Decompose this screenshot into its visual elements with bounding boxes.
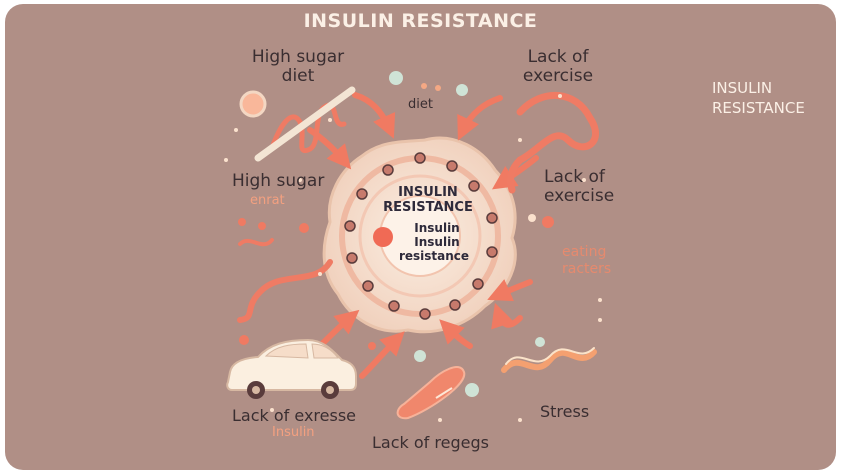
label-eating-line1: eating: [562, 244, 607, 260]
label-eating-factors: eating racters: [562, 244, 611, 278]
label-lack-of-exercise-top: Lack of exercise: [516, 48, 600, 86]
label-stress: Stress: [540, 402, 590, 421]
arrow-right: [492, 155, 539, 190]
glucose-molecule: [373, 227, 393, 247]
label-lack-of-regegs: Lack of regegs: [372, 433, 489, 452]
tube-left: [237, 259, 333, 323]
squiggle-stress-highlight: [505, 347, 595, 365]
arrow-bottom-right: [439, 319, 473, 349]
center-inner-line3: resistance: [399, 249, 469, 263]
label-lack-of-exercise-right-line1: Lack of: [544, 167, 605, 187]
arrow-high-sugar: [352, 92, 396, 139]
car-icon: [226, 338, 357, 399]
label-lack-of-exresse: Lack of exresse: [232, 406, 356, 425]
pill-tube: [396, 366, 466, 420]
label-high-sugar-diet: High sugar diet: [249, 48, 347, 86]
center-inner-line2: Insulin: [414, 235, 459, 249]
squiggle-left-small: [238, 238, 274, 247]
tube-top-right: [506, 92, 600, 194]
side-label: INSULIN RESISTANCE: [712, 78, 805, 118]
diagram-title: INSULIN RESISTANCE: [303, 10, 538, 32]
label-lack-of-exercise-top-line2: exercise: [522, 66, 594, 86]
arrow-right-low: [487, 279, 533, 302]
arrow-lower-right: [491, 302, 523, 330]
label-eating-line2: racters: [562, 261, 612, 277]
label-lack-of-exercise-right: Lack of exercise: [544, 168, 614, 206]
squiggle-stress: [501, 349, 597, 373]
label-high-sugar-diet-line1: High sugar: [251, 47, 345, 67]
label-lack-of-exercise-top-line1: Lack of: [527, 47, 589, 67]
arrow-bottom: [359, 331, 405, 379]
pill-marking: [435, 387, 453, 399]
arrow-top-left: [307, 127, 352, 170]
center-title-line2: RESISTANCE: [383, 200, 473, 215]
side-label-line2: RESISTANCE: [712, 99, 805, 117]
label-diet: diet: [408, 97, 433, 112]
label-high-sugar-diet-line2: diet: [281, 66, 315, 86]
arrows: [307, 92, 539, 379]
label-insulin-small: Insulin: [272, 425, 315, 440]
label-high-sugar-mid: High sugar: [232, 171, 325, 191]
label-lack-of-exercise-right-line2: exercise: [544, 186, 615, 206]
label-enrat: enrat: [250, 193, 285, 208]
side-label-line1: INSULIN: [712, 79, 773, 97]
receptor-dots: [344, 152, 498, 320]
center-title-line1: INSULIN: [398, 185, 458, 200]
squiggle-top-left: [239, 86, 356, 162]
arrow-bottom-left: [317, 309, 360, 349]
center-inner-line1: Insulin: [414, 221, 459, 235]
particles: [224, 71, 602, 422]
arrow-lack-exercise: [457, 95, 503, 141]
